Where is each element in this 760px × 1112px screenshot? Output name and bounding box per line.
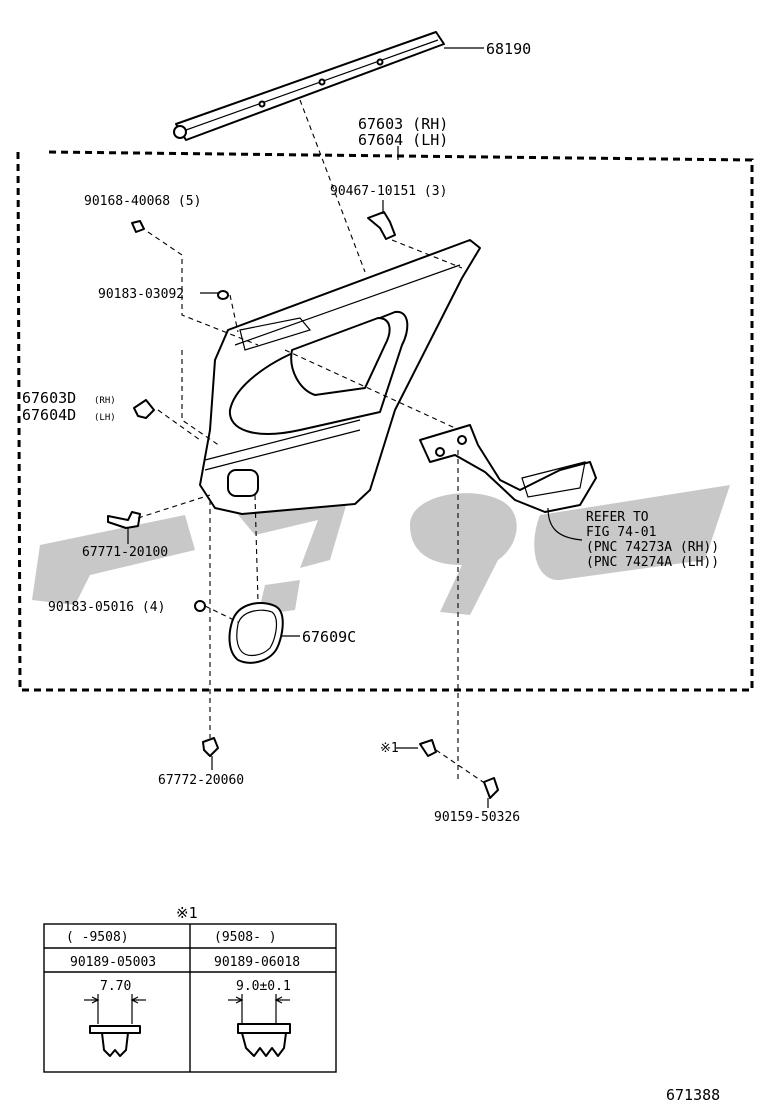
- note-table: ※1 ( -9508) (9508- ) 90189-05003 90189-0…: [43, 904, 337, 1073]
- label-67603d: 67603D: [22, 389, 76, 407]
- refer-line-3: (PNC 74273A (RH)): [586, 540, 719, 555]
- label-90183-05016: 90183-05016 (4): [48, 600, 165, 615]
- fastener-icons: [107, 211, 499, 799]
- label-67604-lh: 67604 (LH): [358, 131, 448, 149]
- label-67604d: 67604D: [22, 406, 76, 424]
- door-trim-panel: [199, 239, 481, 515]
- label-67604d-side: (LH): [94, 413, 116, 423]
- label-90168-40068: 90168-40068 (5): [84, 194, 201, 209]
- label-67603d-side: (RH): [94, 396, 116, 406]
- label-90159-50326: 90159-50326: [434, 810, 520, 825]
- label-67772-20060: 67772-20060: [158, 773, 244, 788]
- note-col2-part: 90189-06018: [214, 955, 300, 970]
- label-68190: 68190: [486, 40, 531, 58]
- watermark-logo: [32, 475, 730, 615]
- note-table-title: ※1: [176, 904, 198, 922]
- note-col2-dim: 9.0±0.1: [236, 979, 291, 994]
- label-67603-rh: 67603 (RH): [358, 115, 448, 133]
- note-col2-range: (9508- ): [214, 930, 277, 945]
- refer-line-4: (PNC 74274A (LH)): [586, 555, 719, 570]
- belt-moulding-part: [173, 31, 445, 141]
- label-90467-10151: 90467-10151 (3): [330, 184, 447, 199]
- switch-cover-part: [228, 602, 284, 664]
- refer-line-2: FIG 74-01: [586, 525, 656, 540]
- figure-id: 671388: [666, 1086, 720, 1104]
- leader-lines: [127, 146, 583, 808]
- label-67771-20100: 67771-20100: [82, 545, 168, 560]
- note-col1-dim: 7.70: [100, 979, 131, 994]
- label-note-mark: ※1: [380, 741, 399, 756]
- note-col1-part: 90189-05003: [70, 955, 156, 970]
- assembly-lines: [137, 99, 487, 785]
- armrest-bracket: [419, 424, 597, 513]
- note-col1-range: ( -9508): [66, 930, 129, 945]
- refer-line-1: REFER TO: [586, 510, 649, 525]
- label-67609c: 67609C: [302, 628, 356, 646]
- assembly-boundary: [16, 150, 754, 692]
- label-90183-03092: 90183-03092: [98, 287, 184, 302]
